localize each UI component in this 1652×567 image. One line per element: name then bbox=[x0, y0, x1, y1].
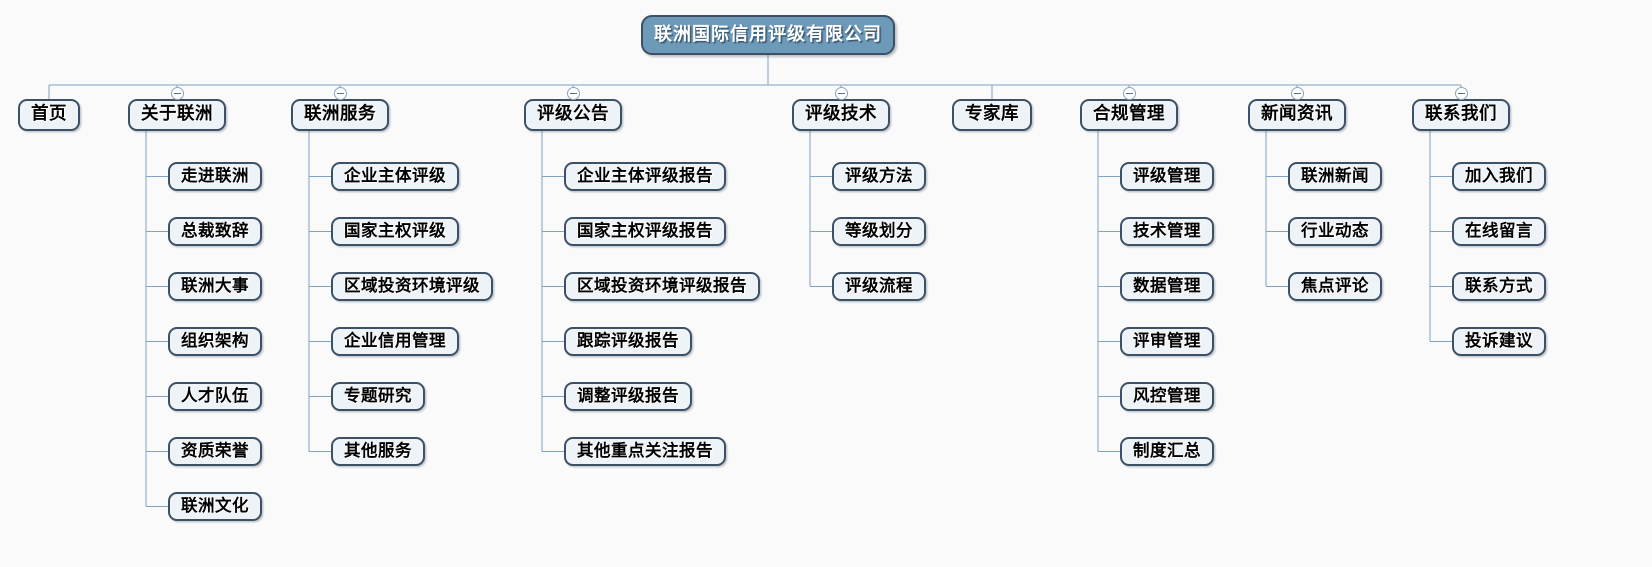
node-branch-7[interactable]: 合规管理 bbox=[1080, 99, 1178, 131]
node-branch-4-child-3[interactable]: 区域投资环境评级报告 bbox=[564, 272, 760, 301]
node-branch-5-child-2[interactable]: 等级划分 bbox=[832, 217, 926, 246]
node-branch-2-child-1[interactable]: 走进联洲 bbox=[168, 162, 262, 191]
node-branch-3-child-2[interactable]: 国家主权评级 bbox=[331, 217, 459, 246]
node-branch-7-child-1[interactable]: 评级管理 bbox=[1120, 162, 1214, 191]
node-branch-5-child-3[interactable]: 评级流程 bbox=[832, 272, 926, 301]
collapse-toggle-branch-3[interactable] bbox=[333, 86, 347, 100]
node-branch-4[interactable]: 评级公告 bbox=[524, 99, 622, 131]
node-branch-5[interactable]: 评级技术 bbox=[792, 99, 890, 131]
node-branch-2-child-3[interactable]: 联洲大事 bbox=[168, 272, 262, 301]
node-branch-9-child-3[interactable]: 联系方式 bbox=[1452, 272, 1546, 301]
node-branch-3-child-3[interactable]: 区域投资环境评级 bbox=[331, 272, 493, 301]
node-branch-6[interactable]: 专家库 bbox=[952, 99, 1032, 131]
node-branch-9-child-2[interactable]: 在线留言 bbox=[1452, 217, 1546, 246]
node-branch-3-child-1[interactable]: 企业主体评级 bbox=[331, 162, 459, 191]
node-branch-3[interactable]: 联洲服务 bbox=[291, 99, 389, 131]
node-branch-7-child-5[interactable]: 风控管理 bbox=[1120, 382, 1214, 411]
node-branch-4-child-1[interactable]: 企业主体评级报告 bbox=[564, 162, 726, 191]
collapse-toggle-branch-9[interactable] bbox=[1454, 86, 1468, 100]
node-branch-7-child-6[interactable]: 制度汇总 bbox=[1120, 437, 1214, 466]
collapse-toggle-branch-2[interactable] bbox=[170, 86, 184, 100]
node-branch-3-child-5[interactable]: 专题研究 bbox=[331, 382, 425, 411]
node-branch-2-child-6[interactable]: 资质荣誉 bbox=[168, 437, 262, 466]
node-branch-2-child-7[interactable]: 联洲文化 bbox=[168, 492, 262, 521]
node-branch-2-child-2[interactable]: 总裁致辞 bbox=[168, 217, 262, 246]
node-branch-2-child-5[interactable]: 人才队伍 bbox=[168, 382, 262, 411]
node-branch-7-child-2[interactable]: 技术管理 bbox=[1120, 217, 1214, 246]
node-branch-1[interactable]: 首页 bbox=[18, 99, 80, 131]
node-branch-4-child-5[interactable]: 调整评级报告 bbox=[564, 382, 692, 411]
node-branch-5-child-1[interactable]: 评级方法 bbox=[832, 162, 926, 191]
collapse-toggle-branch-8[interactable] bbox=[1290, 86, 1304, 100]
node-branch-4-child-6[interactable]: 其他重点关注报告 bbox=[564, 437, 726, 466]
node-branch-3-child-6[interactable]: 其他服务 bbox=[331, 437, 425, 466]
node-branch-4-child-4[interactable]: 跟踪评级报告 bbox=[564, 327, 692, 356]
collapse-toggle-branch-4[interactable] bbox=[566, 86, 580, 100]
root-node[interactable]: 联洲国际信用评级有限公司 bbox=[641, 15, 895, 55]
node-branch-8[interactable]: 新闻资讯 bbox=[1248, 99, 1346, 131]
collapse-toggle-branch-7[interactable] bbox=[1122, 86, 1136, 100]
node-branch-9-child-4[interactable]: 投诉建议 bbox=[1452, 327, 1546, 356]
node-branch-8-child-2[interactable]: 行业动态 bbox=[1288, 217, 1382, 246]
node-branch-9[interactable]: 联系我们 bbox=[1412, 99, 1510, 131]
node-branch-3-child-4[interactable]: 企业信用管理 bbox=[331, 327, 459, 356]
node-branch-7-child-4[interactable]: 评审管理 bbox=[1120, 327, 1214, 356]
node-branch-8-child-3[interactable]: 焦点评论 bbox=[1288, 272, 1382, 301]
node-branch-4-child-2[interactable]: 国家主权评级报告 bbox=[564, 217, 726, 246]
node-branch-8-child-1[interactable]: 联洲新闻 bbox=[1288, 162, 1382, 191]
node-branch-2-child-4[interactable]: 组织架构 bbox=[168, 327, 262, 356]
node-branch-7-child-3[interactable]: 数据管理 bbox=[1120, 272, 1214, 301]
node-branch-9-child-1[interactable]: 加入我们 bbox=[1452, 162, 1546, 191]
node-branch-2[interactable]: 关于联洲 bbox=[128, 99, 226, 131]
collapse-toggle-branch-5[interactable] bbox=[834, 86, 848, 100]
